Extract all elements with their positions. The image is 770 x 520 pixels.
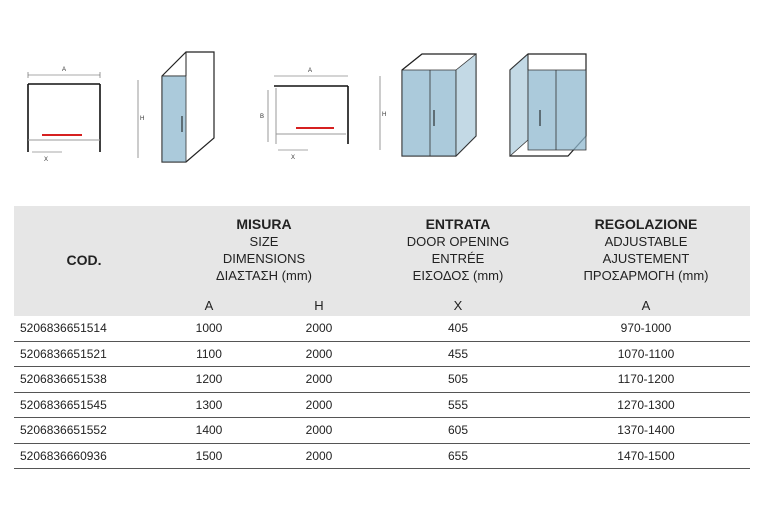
subheader-a-adjust: A bbox=[641, 297, 651, 313]
size-h: 2000 bbox=[264, 366, 374, 393]
product-table: COD. MISURA SIZE DIMENSIONS ΔΙΑΣΤΑΣΗ (mm… bbox=[14, 206, 750, 469]
table-row: 5206836651545 1300 2000 555 1270-1300 bbox=[14, 392, 750, 418]
top-view-door-diagram: A X bbox=[27, 67, 101, 163]
header-title: MISURA bbox=[236, 216, 292, 232]
size-a: 1000 bbox=[154, 316, 264, 342]
header-group-entrance: ENTRATA DOOR OPENING ENTRÉE ΕΙΣΟΔΟΣ (mm) bbox=[374, 206, 542, 294]
size-h: 2000 bbox=[264, 316, 374, 342]
subheader-a: A bbox=[204, 297, 214, 313]
product-code: 5206836651552 bbox=[14, 417, 154, 444]
header-line: AJUSTEMENT bbox=[602, 251, 690, 266]
dim-label-a2: A bbox=[308, 68, 312, 74]
header-group-adjustment: REGOLAZIONE ADJUSTABLE AJUSTEMENT ΠΡΟΣΑΡ… bbox=[542, 206, 750, 294]
header-group-size: MISURA SIZE DIMENSIONS ΔΙΑΣΤΑΣΗ (mm) bbox=[154, 206, 374, 294]
dim-label-b: B bbox=[260, 114, 264, 120]
header-line: ΠΡΟΣΑΡΜΟΓΗ (mm) bbox=[583, 268, 709, 283]
diagram-strip: A X H A B X H bbox=[0, 0, 770, 200]
cod-header: COD. bbox=[66, 252, 102, 268]
header-line: ΔΙΑΣΤΑΣΗ (mm) bbox=[215, 268, 312, 283]
size-h: 2000 bbox=[264, 443, 374, 469]
table-body: 5206836651514 1000 2000 405 970-1000 520… bbox=[14, 316, 750, 469]
size-a: 1200 bbox=[154, 366, 264, 393]
opening-x: 655 bbox=[374, 443, 542, 469]
adjust-range: 970-1000 bbox=[542, 316, 750, 342]
dim-label-x: X bbox=[44, 157, 48, 163]
size-h: 2000 bbox=[264, 417, 374, 444]
adjust-range: 1070-1100 bbox=[542, 341, 750, 367]
product-code: 5206836651538 bbox=[14, 366, 154, 393]
header-line: ΕΙΣΟΔΟΣ (mm) bbox=[412, 268, 504, 283]
opening-x: 455 bbox=[374, 341, 542, 367]
table-row: 5206836651552 1400 2000 605 1370-1400 bbox=[14, 417, 750, 444]
table-row: 5206836660936 1500 2000 655 1470-1500 bbox=[14, 443, 750, 469]
top-view-corner-diagram: A B X bbox=[260, 68, 349, 161]
header-line: DIMENSIONS bbox=[222, 251, 306, 266]
opening-x: 555 bbox=[374, 392, 542, 418]
product-code: 5206836651545 bbox=[14, 392, 154, 418]
size-a: 1100 bbox=[154, 341, 264, 367]
header-title: ENTRATA bbox=[425, 216, 491, 232]
dim-label-x2: X bbox=[291, 155, 295, 161]
size-a: 1300 bbox=[154, 392, 264, 418]
dim-label-h: H bbox=[140, 116, 144, 122]
iso-corner-diagram: H bbox=[379, 53, 477, 157]
table-header: COD. MISURA SIZE DIMENSIONS ΔΙΑΣΤΑΣΗ (mm… bbox=[14, 206, 750, 316]
header-line: DOOR OPENING bbox=[406, 234, 510, 249]
subheader-h: H bbox=[314, 297, 324, 313]
header-line: SIZE bbox=[249, 234, 279, 249]
adjust-range: 1170-1200 bbox=[542, 366, 750, 393]
opening-x: 405 bbox=[374, 316, 542, 342]
header-title: REGOLAZIONE bbox=[594, 216, 698, 232]
header-line: ENTRÉE bbox=[431, 251, 485, 266]
dim-label-a: A bbox=[62, 67, 66, 73]
adjust-range: 1270-1300 bbox=[542, 392, 750, 418]
dim-label-h2: H bbox=[382, 112, 386, 118]
adjust-range: 1470-1500 bbox=[542, 443, 750, 469]
product-code: 5206836660936 bbox=[14, 443, 154, 469]
opening-x: 605 bbox=[374, 417, 542, 444]
size-h: 2000 bbox=[264, 392, 374, 418]
table-row: 5206836651514 1000 2000 405 970-1000 bbox=[14, 316, 750, 342]
iso-niche-diagram: H bbox=[137, 51, 215, 163]
header-line: ADJUSTABLE bbox=[604, 234, 688, 249]
size-a: 1500 bbox=[154, 443, 264, 469]
subheader-x: X bbox=[453, 297, 463, 313]
product-code: 5206836651514 bbox=[14, 316, 154, 342]
table-row: 5206836651538 1200 2000 505 1170-1200 bbox=[14, 366, 750, 393]
opening-x: 505 bbox=[374, 366, 542, 393]
size-a: 1400 bbox=[154, 417, 264, 444]
size-h: 2000 bbox=[264, 341, 374, 367]
iso-corner-alt-diagram bbox=[509, 53, 587, 157]
product-code: 5206836651521 bbox=[14, 341, 154, 367]
table-row: 5206836651521 1100 2000 455 1070-1100 bbox=[14, 341, 750, 367]
adjust-range: 1370-1400 bbox=[542, 417, 750, 444]
